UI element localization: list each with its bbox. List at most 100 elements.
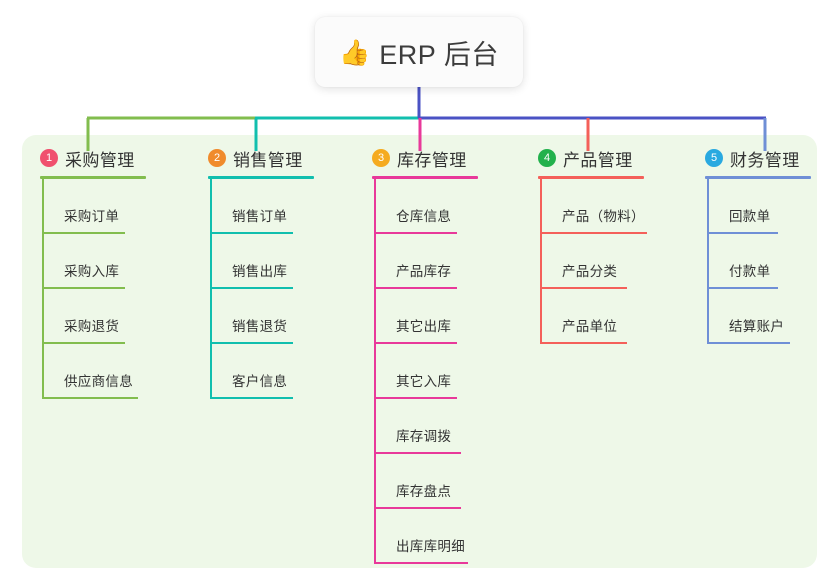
branch-column-4: 4 产品管理产品（物料） 产品分类产品单位 bbox=[538, 146, 647, 344]
branch-header-5[interactable]: 5 财务管理 bbox=[705, 146, 811, 170]
leaf-item[interactable]: 其它出库 bbox=[372, 289, 478, 344]
branch-badge-5: 5 bbox=[705, 149, 723, 167]
branch-title-2: 销售管理 bbox=[233, 150, 303, 170]
branch-header-3[interactable]: 3 库存管理 bbox=[372, 146, 478, 170]
branch-spine-3 bbox=[374, 179, 376, 564]
branch-spine-4 bbox=[540, 179, 542, 344]
branch-items-1: 采购订单采购入库采购退货供应商信息 bbox=[40, 179, 146, 399]
leaf-item[interactable]: 仓库信息 bbox=[372, 179, 478, 234]
branch-underline-1 bbox=[40, 176, 146, 179]
leaf-underline bbox=[211, 342, 293, 344]
thumbs-up-icon: 👍 bbox=[339, 38, 371, 67]
leaf-underline bbox=[541, 232, 647, 234]
leaf-item[interactable]: 回款单 bbox=[705, 179, 811, 234]
branch-column-3: 3 库存管理仓库信息产品库存其它出库其它入库库存调拨库存盘点出库库明细 bbox=[372, 146, 478, 564]
leaf-label: 产品库存 bbox=[396, 264, 452, 279]
leaf-label: 其它出库 bbox=[396, 319, 452, 334]
leaf-label: 其它入库 bbox=[396, 374, 452, 389]
leaf-label: 采购退货 bbox=[64, 319, 120, 334]
leaf-label: 结算账户 bbox=[729, 319, 785, 334]
leaf-item[interactable]: 销售出库 bbox=[208, 234, 314, 289]
branch-title-1: 采购管理 bbox=[65, 150, 135, 170]
leaf-item[interactable]: 出库库明细 bbox=[372, 509, 478, 564]
leaf-item[interactable]: 其它入库 bbox=[372, 344, 478, 399]
branch-spine-5 bbox=[707, 179, 709, 344]
leaf-underline bbox=[541, 342, 627, 344]
branch-underline-2 bbox=[208, 176, 314, 179]
leaf-item[interactable]: 采购入库 bbox=[40, 234, 146, 289]
leaf-label: 回款单 bbox=[729, 209, 771, 224]
leaf-underline bbox=[375, 562, 468, 564]
leaf-label: 采购入库 bbox=[64, 264, 120, 279]
leaf-label: 产品单位 bbox=[562, 319, 618, 334]
leaf-underline bbox=[43, 287, 125, 289]
leaf-label: 出库库明细 bbox=[396, 539, 465, 554]
leaf-item[interactable]: 产品分类 bbox=[538, 234, 644, 289]
leaf-underline bbox=[375, 507, 461, 509]
leaf-label: 供应商信息 bbox=[64, 374, 133, 389]
leaf-label: 客户信息 bbox=[232, 374, 288, 389]
branch-badge-4: 4 bbox=[538, 149, 556, 167]
branch-items-4: 产品（物料） 产品分类产品单位 bbox=[538, 179, 647, 344]
branch-items-5: 回款单付款单结算账户 bbox=[705, 179, 811, 344]
leaf-label: 库存调拨 bbox=[396, 429, 452, 444]
leaf-label: 销售订单 bbox=[232, 209, 288, 224]
leaf-underline bbox=[43, 232, 125, 234]
branch-underline-3 bbox=[372, 176, 478, 179]
root-title: ERP 后台 bbox=[379, 39, 499, 70]
leaf-underline bbox=[211, 397, 293, 399]
branch-badge-2: 2 bbox=[208, 149, 226, 167]
leaf-item[interactable]: 产品库存 bbox=[372, 234, 478, 289]
diagram-panel bbox=[22, 135, 817, 568]
leaf-item[interactable]: 客户信息 bbox=[208, 344, 314, 399]
branch-spine-1 bbox=[42, 179, 44, 399]
leaf-item[interactable]: 采购订单 bbox=[40, 179, 146, 234]
leaf-underline bbox=[211, 287, 293, 289]
leaf-item[interactable]: 产品单位 bbox=[538, 289, 644, 344]
branch-items-2: 销售订单销售出库销售退货客户信息 bbox=[208, 179, 314, 399]
leaf-underline bbox=[375, 287, 457, 289]
branch-title-3: 库存管理 bbox=[397, 150, 467, 170]
leaf-label: 付款单 bbox=[729, 264, 771, 279]
branch-underline-5 bbox=[705, 176, 811, 179]
leaf-label: 仓库信息 bbox=[396, 209, 452, 224]
leaf-label: 产品（物料） bbox=[562, 209, 645, 224]
branch-underline-4 bbox=[538, 176, 644, 179]
leaf-item[interactable]: 销售订单 bbox=[208, 179, 314, 234]
leaf-underline bbox=[541, 287, 627, 289]
branch-column-5: 5 财务管理回款单付款单结算账户 bbox=[705, 146, 811, 344]
leaf-underline bbox=[43, 342, 125, 344]
leaf-label: 销售出库 bbox=[232, 264, 288, 279]
leaf-item[interactable]: 产品（物料） bbox=[538, 179, 647, 234]
root-node[interactable]: 👍 ERP 后台 bbox=[315, 17, 523, 87]
leaf-item[interactable]: 库存调拨 bbox=[372, 399, 478, 454]
branch-items-3: 仓库信息产品库存其它出库其它入库库存调拨库存盘点出库库明细 bbox=[372, 179, 478, 564]
branch-title-4: 产品管理 bbox=[563, 150, 633, 170]
leaf-underline bbox=[375, 452, 461, 454]
leaf-label: 库存盘点 bbox=[396, 484, 452, 499]
leaf-underline bbox=[211, 232, 293, 234]
leaf-item[interactable]: 结算账户 bbox=[705, 289, 811, 344]
leaf-label: 采购订单 bbox=[64, 209, 120, 224]
leaf-underline bbox=[375, 232, 457, 234]
leaf-underline bbox=[708, 342, 790, 344]
leaf-item[interactable]: 采购退货 bbox=[40, 289, 146, 344]
leaf-underline bbox=[708, 232, 778, 234]
leaf-underline bbox=[375, 342, 457, 344]
leaf-underline bbox=[43, 397, 138, 399]
leaf-label: 产品分类 bbox=[562, 264, 618, 279]
branch-title-5: 财务管理 bbox=[730, 150, 800, 170]
leaf-item[interactable]: 库存盘点 bbox=[372, 454, 478, 509]
leaf-item[interactable]: 付款单 bbox=[705, 234, 811, 289]
branch-badge-3: 3 bbox=[372, 149, 390, 167]
branch-header-2[interactable]: 2 销售管理 bbox=[208, 146, 314, 170]
leaf-item[interactable]: 销售退货 bbox=[208, 289, 314, 344]
leaf-label: 销售退货 bbox=[232, 319, 288, 334]
leaf-underline bbox=[375, 397, 457, 399]
branch-header-4[interactable]: 4 产品管理 bbox=[538, 146, 644, 170]
leaf-item[interactable]: 供应商信息 bbox=[40, 344, 146, 399]
